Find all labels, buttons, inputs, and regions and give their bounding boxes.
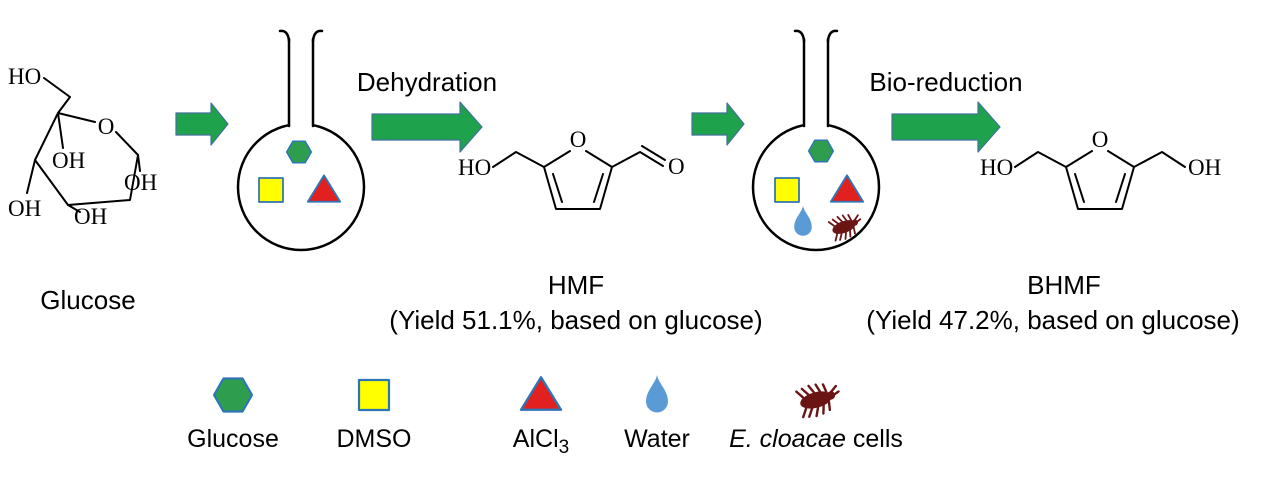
flask2-dmso-square-icon	[774, 177, 800, 203]
glucose-bonds	[26, 77, 141, 213]
bhmf-atom-oh: OH	[1188, 155, 1221, 180]
glucose-atom-oh-4: OH	[74, 204, 107, 229]
bhmf-structure: HO O OH BHMF (Yield 47.2%, based on gluc…	[866, 127, 1239, 335]
bhmf-bonds	[1014, 150, 1186, 210]
hmf-structure: HO O O HMF (Yield 51.1%, based on glucos…	[389, 127, 762, 335]
arrow-glucose-to-flask1	[175, 102, 229, 146]
flask1-neck-mask	[290, 26, 312, 127]
legend-cells-label-italic: E. cloacae	[729, 425, 846, 453]
dehydration-label: Dehydration	[357, 67, 497, 97]
bioreduction-step: Bio-reduction	[869, 67, 1023, 153]
hmf-atom-ho: HO	[458, 155, 491, 180]
glucose-atom-ho: HO	[8, 64, 41, 89]
bioreduction-arrow	[891, 101, 1001, 153]
legend-dmso-square-icon	[357, 378, 391, 412]
flask-2	[751, 26, 881, 252]
flask1-neck	[287, 37, 315, 128]
legend-alcl3-label-subscript: 3	[559, 437, 570, 458]
flask1-glucose-hexagon-icon	[285, 140, 313, 164]
bioreduction-label: Bio-reduction	[869, 67, 1022, 97]
hmf-bonds	[492, 145, 666, 210]
bhmf-yield-label: (Yield 47.2%, based on glucose)	[866, 305, 1239, 335]
hmf-yield-label: (Yield 51.1%, based on glucose)	[389, 305, 762, 335]
legend-water-label: Water	[624, 425, 690, 453]
glucose-atom-oh-2: OH	[124, 170, 157, 195]
flask2-neck	[802, 37, 830, 128]
bhmf-atom-o-ring: O	[1092, 127, 1109, 152]
hmf-atom-o-aldehyde: O	[668, 154, 685, 179]
dehydration-arrow	[371, 101, 483, 153]
legend-alcl3-triangle-icon	[519, 376, 563, 411]
dehydration-step: Dehydration	[357, 67, 497, 153]
legend-alcl3-label-main: AlCl	[513, 425, 559, 453]
legend-alcl3-label: AlCl3	[513, 425, 569, 458]
glucose-structure-label: Glucose	[40, 285, 135, 315]
legend-glucose-label: Glucose	[187, 425, 279, 453]
glucose-atom-oh-1: OH	[52, 148, 85, 173]
legend-cells-bug-icon	[794, 377, 845, 421]
flask-1	[236, 26, 366, 252]
arrow-hmf-to-flask2	[691, 102, 745, 146]
hmf-label: HMF	[548, 270, 604, 300]
flask2-glucose-hexagon-icon	[807, 139, 835, 163]
legend-water-drop-icon	[646, 375, 668, 413]
bhmf-label: BHMF	[1027, 270, 1101, 300]
glucose-atom-oh-3: OH	[8, 196, 41, 221]
legend-dmso-label: DMSO	[337, 425, 412, 453]
glucose-atom-o-ring: O	[98, 114, 115, 139]
glucose-structure: HO O OH OH OH OH Glucose	[8, 64, 157, 315]
hmf-atom-o-ring: O	[570, 127, 587, 152]
flask1-dmso-square-icon	[258, 177, 284, 203]
flask2-lip	[793, 29, 839, 43]
bhmf-atom-ho: HO	[980, 155, 1013, 180]
flask1-lip	[278, 29, 324, 43]
legend-cells-label-rest: cells	[853, 425, 903, 453]
flask2-neck-mask	[805, 26, 827, 127]
legend-glucose-hexagon-icon	[212, 377, 254, 413]
